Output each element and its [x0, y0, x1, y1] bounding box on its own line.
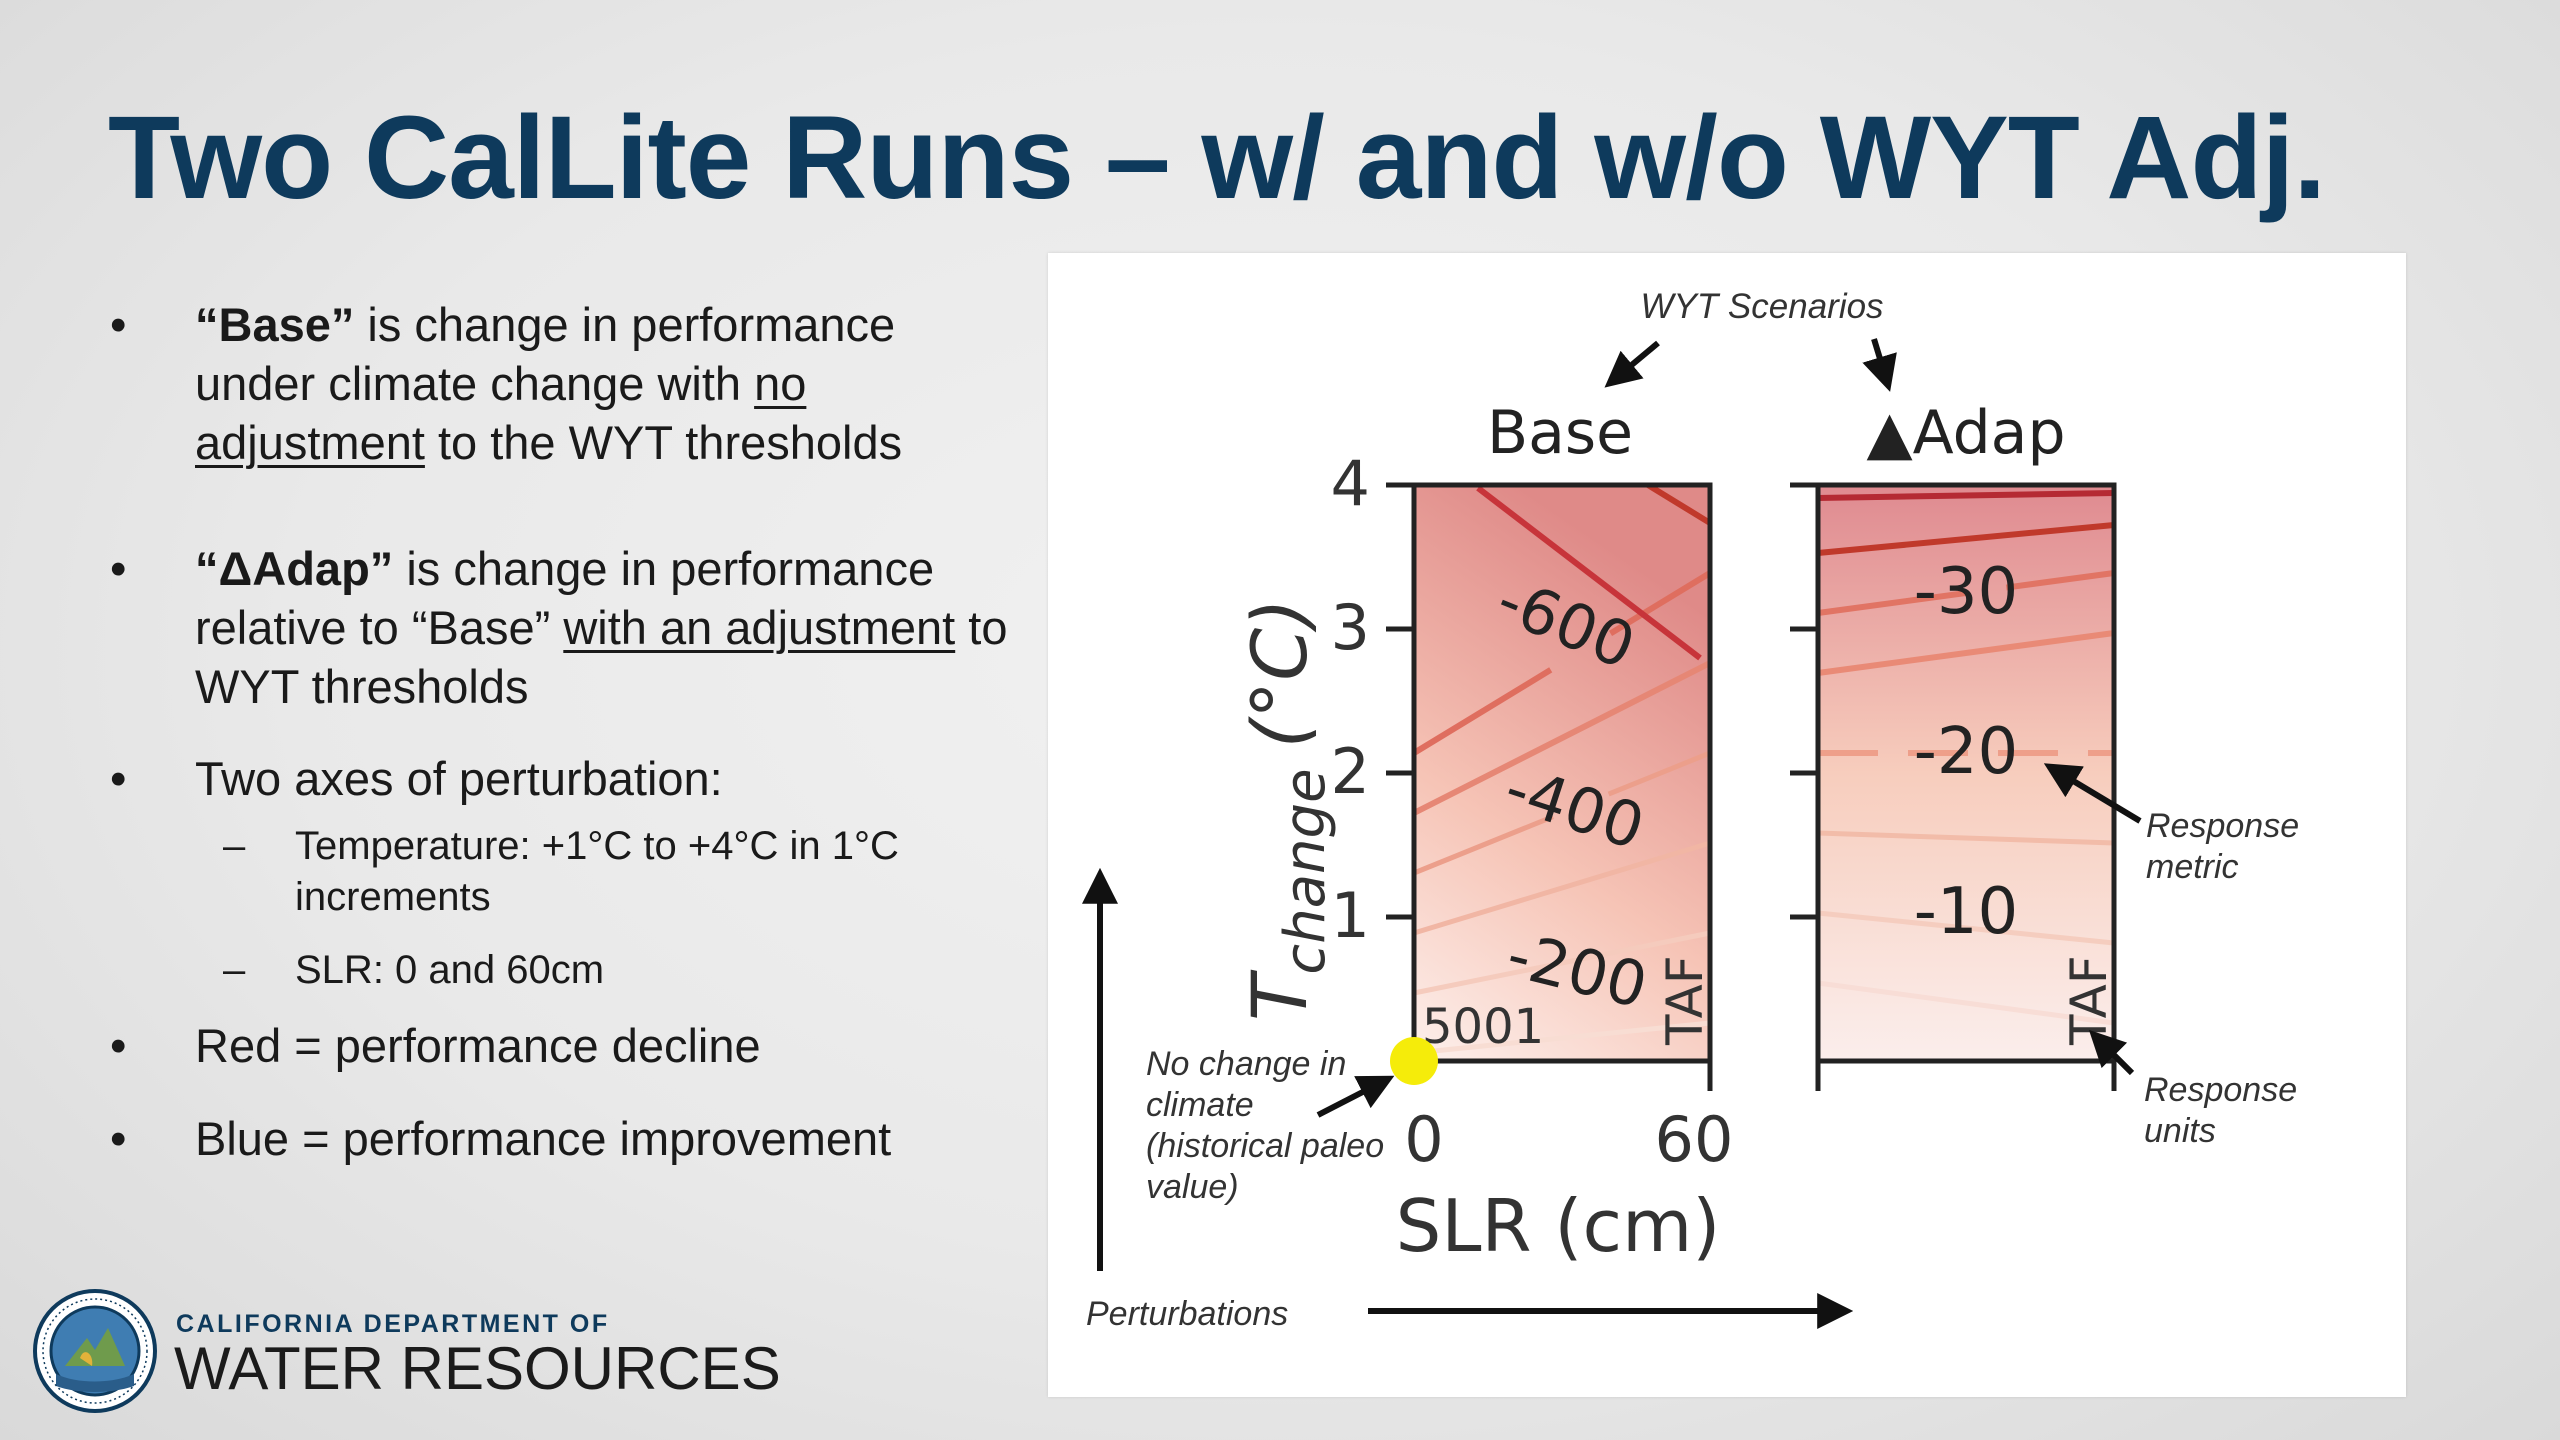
- y-tick-1: 1: [1331, 879, 1370, 952]
- base-contour-line: [1413, 750, 1711, 876]
- panel-title-adap: ▲Adap: [1866, 398, 2065, 468]
- x-tick-60: 60: [1655, 1103, 1734, 1176]
- adap-contour-line: [1817, 630, 2115, 676]
- no-change-label-1: No change in: [1146, 1045, 1346, 1083]
- bullet-list: • “Base” is change in performance under c…: [105, 295, 1025, 1168]
- bullet-marker: •: [110, 752, 127, 805]
- dash-marker: –: [223, 948, 246, 992]
- arrow-to-adap: [1862, 338, 1897, 392]
- base-contour-line: [1412, 570, 1712, 756]
- response-units-label-2: units: [2144, 1112, 2216, 1150]
- bullet-base-text-1: is change in performance under climate c…: [195, 298, 896, 410]
- base-contour-line: [1412, 660, 1712, 816]
- base-contour-line: [1413, 930, 1711, 996]
- bullet-marker: •: [110, 1019, 127, 1072]
- logo-org-main: WATER RESOURCES: [174, 1335, 781, 1402]
- perturbations-label: Perturbations: [1086, 1295, 1288, 1333]
- adap-contour-label-10: -10: [1914, 875, 2019, 949]
- base-contour-line: [1413, 840, 1711, 936]
- bullet-marker: •: [110, 1112, 127, 1165]
- y-axis-label: Tchange(°C): [1235, 598, 1338, 1021]
- y-axis-ticks: [1386, 482, 2117, 1091]
- base-value-label: 5001: [1422, 999, 1544, 1055]
- adap-contour-line: [1817, 980, 2115, 1026]
- contour-figure: 4 3 2 1 0 60 SLR (cm) Tchange(°C) Base ▲…: [1082, 287, 2299, 1333]
- adap-units-label: TAF: [2060, 955, 2118, 1046]
- arrow-response-units: [2088, 1029, 2135, 1076]
- base-panel: [1412, 482, 1712, 1061]
- bullet-adap-underline: with an adjustment: [563, 601, 956, 654]
- arrow-response-metric: [2043, 763, 2142, 824]
- base-contour-line: [1476, 485, 1702, 661]
- no-change-marker: [1390, 1037, 1438, 1085]
- no-change-label-2: climate: [1146, 1086, 1254, 1124]
- arrow-no-change: [1316, 1075, 1395, 1118]
- sub-bullet-temperature: – Temperature: +1°C to +4°C in 1°C increm…: [105, 821, 1055, 923]
- base-contour-line: [1413, 1020, 1711, 1056]
- response-metric-label-2: metric: [2146, 848, 2239, 886]
- x-axis-label: SLR (cm): [1396, 1184, 1721, 1268]
- base-units-label: TAF: [1656, 955, 1714, 1046]
- bullet-red: • Red = performance decline: [105, 1016, 1025, 1075]
- adap-contour-line: [1817, 910, 2115, 946]
- bullet-adap-term: “ΔAdap”: [195, 542, 394, 595]
- figure-panel: 4 3 2 1 0 60 SLR (cm) Tchange(°C) Base ▲…: [1048, 253, 2406, 1397]
- arrow-to-base: [1604, 340, 1660, 388]
- bullet-marker: •: [110, 542, 127, 595]
- no-change-label-4: value): [1146, 1168, 1239, 1206]
- y-tick-3: 3: [1331, 591, 1370, 664]
- panel-title-base: Base: [1487, 398, 1633, 468]
- bullet-base: • “Base” is change in performance under c…: [105, 295, 1025, 472]
- response-units-label-1: Response: [2144, 1071, 2297, 1109]
- no-change-label-3: (historical paleo: [1146, 1127, 1384, 1165]
- adap-contour-line: [1817, 570, 2115, 616]
- sub-bullet-temperature-text: Temperature: +1°C to +4°C in 1°C increme…: [295, 824, 899, 919]
- adap-contour-line: [1817, 490, 2115, 501]
- y-tick-4: 4: [1331, 447, 1370, 520]
- y-axis-label-t: Tchange(°C): [1235, 598, 1338, 1021]
- adap-contour-line: [1817, 522, 2115, 556]
- logo-org-top: CALIFORNIA DEPARTMENT OF: [176, 1310, 610, 1338]
- bullet-base-underline: no adjustment: [195, 357, 807, 469]
- adap-contour-label-30: -30: [1914, 555, 2019, 629]
- bullet-base-term: “Base”: [195, 298, 355, 351]
- base-contour-line: [1646, 482, 1712, 526]
- dash-marker: –: [223, 824, 246, 868]
- bullet-blue: • Blue = performance improvement: [105, 1109, 1025, 1168]
- bullet-adap-text-1: is change in performance relative to “Ba…: [195, 542, 935, 654]
- bullet-blue-text: Blue = performance improvement: [195, 1112, 892, 1165]
- sub-bullet-slr: – SLR: 0 and 60cm: [105, 945, 1025, 996]
- bullet-axes-text: Two axes of perturbation:: [195, 752, 723, 805]
- slide-title: Two CalLite Runs – w/ and w/o WYT Adj.: [108, 92, 2326, 224]
- adap-contour-line: [1817, 830, 2115, 846]
- wyt-scenarios-label: WYT Scenarios: [1640, 287, 1883, 326]
- bullet-adap: • “ΔAdap” is change in performance relati…: [105, 539, 1025, 716]
- bullet-red-text: Red = performance decline: [195, 1019, 761, 1072]
- bullet-adap-text-2: to WYT thresholds: [195, 601, 1008, 713]
- response-metric-label-1: Response: [2146, 807, 2299, 845]
- bullet-axes: • Two axes of perturbation:: [105, 749, 1025, 808]
- sub-bullet-slr-text: SLR: 0 and 60cm: [295, 948, 605, 992]
- dwr-seal-icon: [33, 1289, 157, 1413]
- adap-contour-label-20: -20: [1914, 715, 2019, 789]
- bullet-base-text-2: to the WYT thresholds: [424, 416, 903, 469]
- y-tick-2: 2: [1331, 735, 1370, 808]
- dwr-logo: CALIFORNIA DEPARTMENT OF WATER RESOURCES: [32, 1288, 781, 1418]
- x-tick-0: 0: [1404, 1103, 1443, 1176]
- bullet-marker: •: [110, 298, 127, 351]
